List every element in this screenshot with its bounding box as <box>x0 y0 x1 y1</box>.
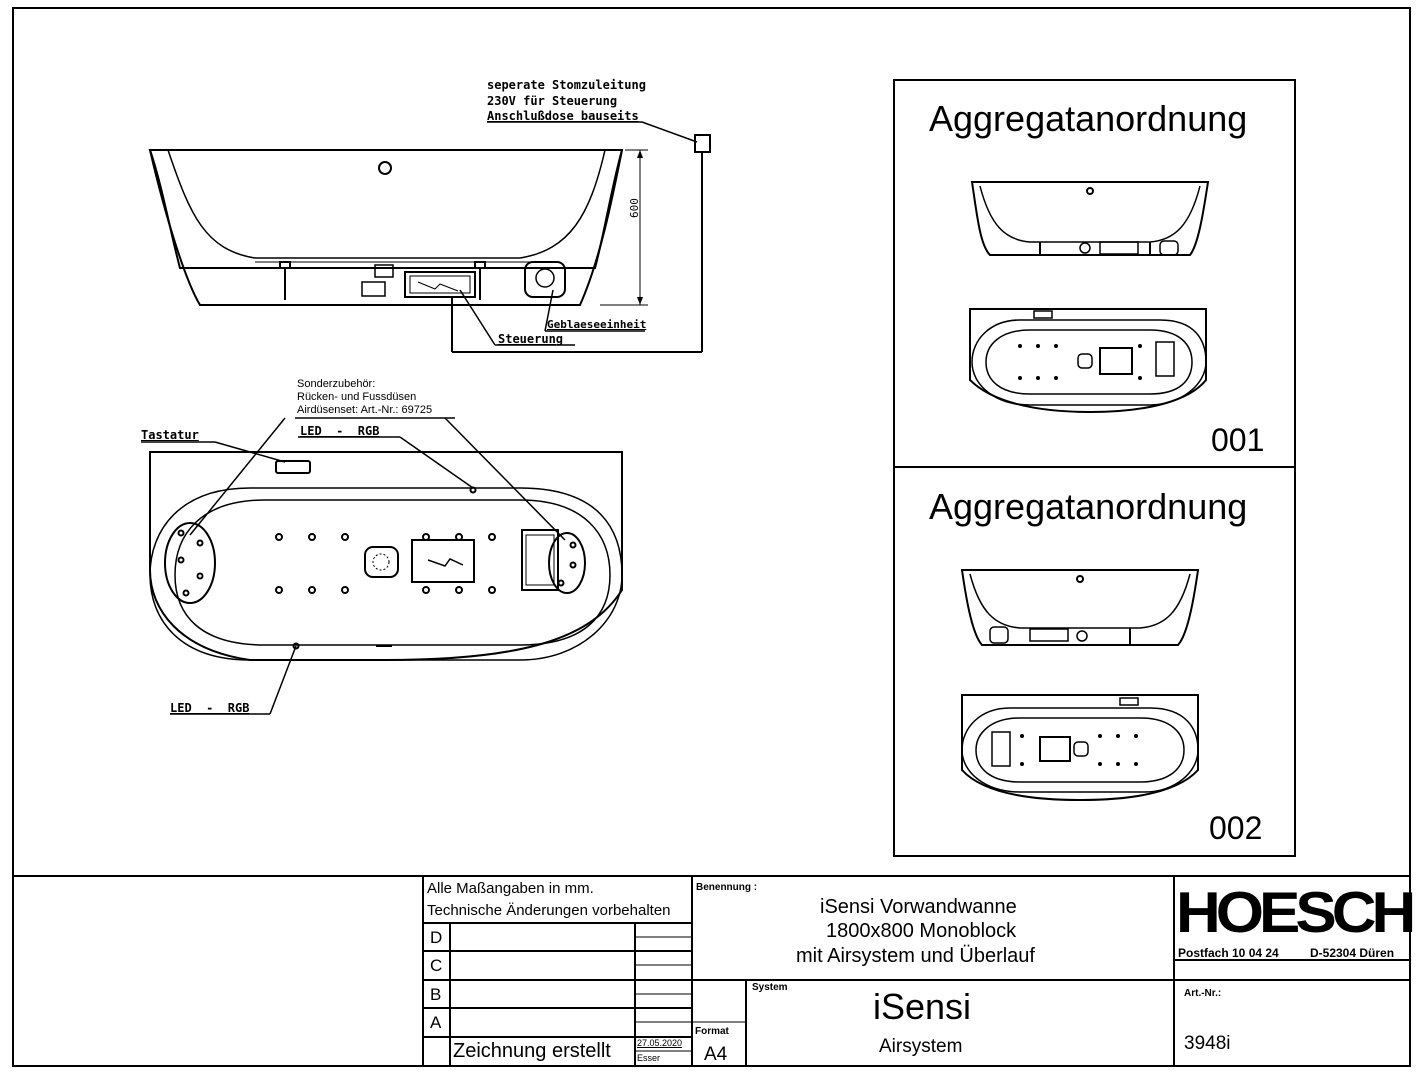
hoesch-logo: HOESCH <box>1176 881 1416 945</box>
power-note-line-3: Anschlußdose bauseits <box>487 109 639 123</box>
address-city: D-52304 Düren <box>1310 946 1395 960</box>
name-label: Benennung : <box>696 882 758 893</box>
drawing-created-label: Zeichnung erstellt <box>453 1040 611 1062</box>
format-value: A4 <box>704 1044 728 1065</box>
address-po-box: Postfach 10 04 24 <box>1178 946 1279 960</box>
accessory-line-3: Airdüsenset: Art.-Nr.: 69725 <box>297 404 433 416</box>
article-number: 3948i <box>1184 1033 1231 1054</box>
drawing-date: 27.05.2020 <box>637 1038 683 1048</box>
arrangement-panels <box>893 79 1296 857</box>
system-subtitle: Airsystem <box>879 1036 963 1057</box>
product-name-line-3: mit Airsystem und Überlauf <box>796 945 1035 967</box>
revision-c: C <box>430 956 443 975</box>
revision-d: D <box>430 928 443 947</box>
revision-a: A <box>430 1013 442 1032</box>
drawing-author: Esser <box>637 1053 661 1063</box>
system-label: System <box>752 982 788 993</box>
panel-1-code: 001 <box>1211 422 1265 458</box>
blower-label: Geblaeseeinheit <box>547 318 647 331</box>
panel-2-title: Aggregatanordnung <box>929 486 1248 527</box>
keypad-label: Tastatur <box>141 428 199 442</box>
tub-side-view <box>148 121 711 353</box>
led-rgb-label-top: LED - RGB <box>300 424 380 438</box>
accessory-line-1: Sonderzubehör: <box>297 378 376 390</box>
panel-jets <box>1018 344 1142 766</box>
power-note-line-2: 230V für Steuerung <box>487 94 618 108</box>
units-note: Alle Maßangaben in mm. <box>427 880 594 897</box>
revision-b: B <box>430 985 442 1004</box>
article-number-label: Art.-Nr.: <box>1184 988 1222 999</box>
panel-2-code: 002 <box>1209 810 1263 846</box>
changes-note: Technische Änderungen vorbehalten <box>427 902 671 919</box>
title-block-lines <box>422 876 1410 1066</box>
format-label: Format <box>695 1026 729 1037</box>
accessory-line-2: Rücken- und Fussdüsen <box>297 391 417 403</box>
product-name-line-2: 1800x800 Monoblock <box>826 920 1017 942</box>
panel-1-title: Aggregatanordnung <box>929 98 1248 139</box>
control-label: Steuerung <box>498 332 564 346</box>
power-note-line-1: seperate Stomzuleitung <box>487 78 646 92</box>
product-name-line-1: iSensi Vorwandwanne <box>820 896 1017 918</box>
height-dimension: 600 <box>628 198 641 218</box>
jet-nozzles <box>177 486 577 650</box>
system-name: iSensi <box>873 986 972 1027</box>
led-rgb-label-bottom: LED - RGB <box>170 701 250 715</box>
sheet-frame <box>12 7 1411 1067</box>
tub-top-view <box>141 417 623 715</box>
